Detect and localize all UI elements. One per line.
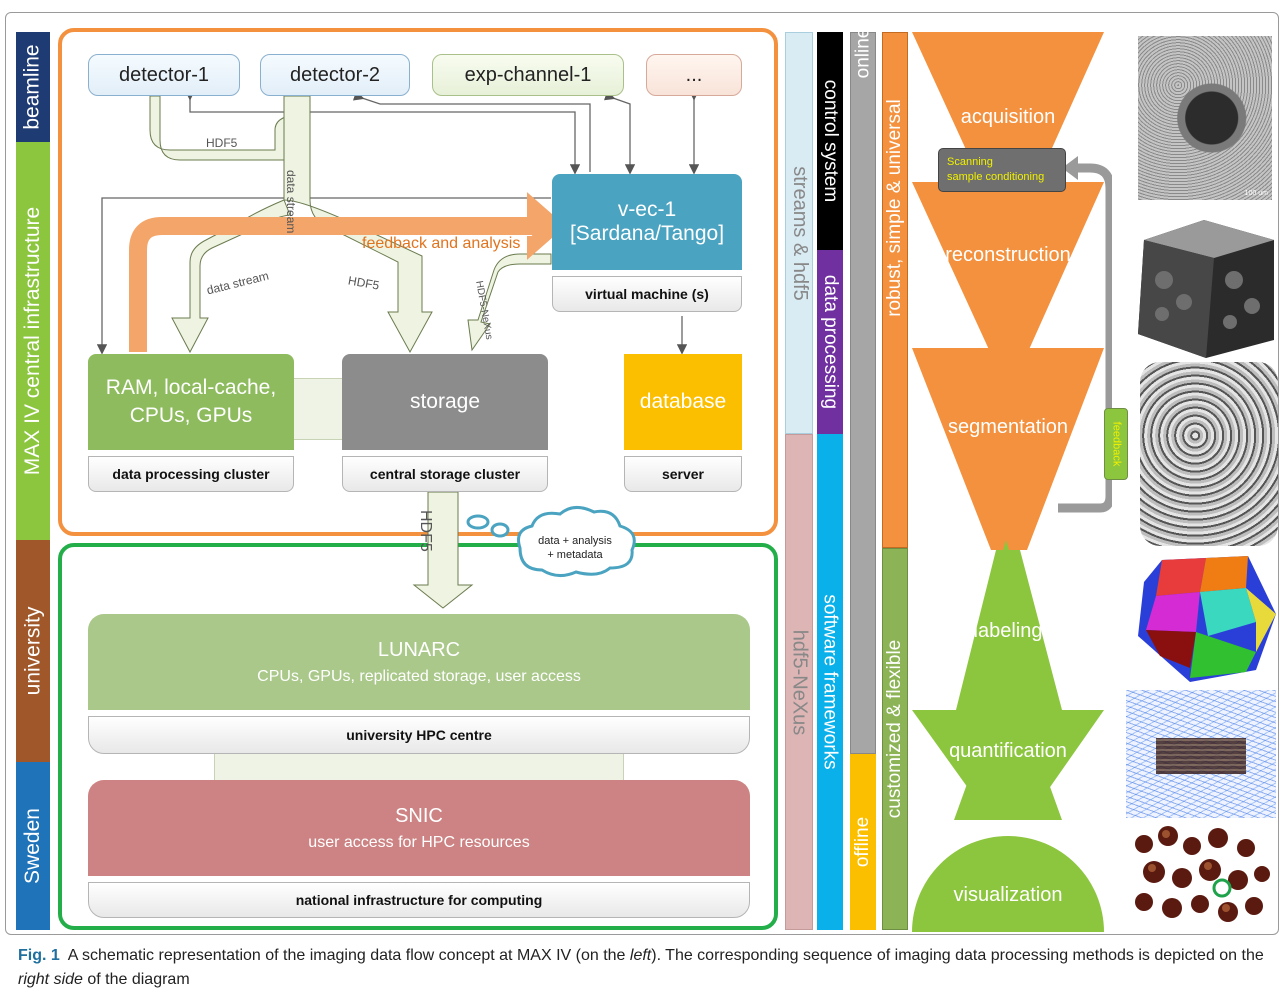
funnel-visualization [912,836,1104,932]
data-stream-label-a: data stream [284,170,298,234]
feedback-tag: feedback [1104,408,1128,480]
detector-more[interactable]: ... [646,54,742,96]
thumb-acquisition: 100 um [1138,36,1272,200]
figure-frame [5,12,1279,935]
stage-reconstruction: reconstruction [945,244,1071,266]
vec-label: virtual machine (s) [552,276,742,312]
band-hdf5-nexus: hdf5-NeXus [785,434,813,930]
stage-acquisition: acquisition [960,106,1056,128]
storage-label: central storage cluster [342,456,548,492]
scanning-box: Scanning sample conditioning [938,148,1066,192]
figure-caption: Fig. 1 A schematic representation of the… [18,947,1264,988]
hdf5-label-a: HDF5 [206,136,238,150]
thumb-visualization [1135,826,1270,922]
metadata-cloud [466,506,636,577]
flow-arrows [96,90,700,609]
database-box[interactable]: database [624,354,742,450]
cluster-box[interactable]: RAM, local-cache, CPUs, GPUs [88,354,294,450]
stage-quantification: quantification [949,740,1067,762]
hpc-container [58,543,778,930]
detector-1[interactable]: detector-1 [88,54,240,96]
band-maxiv: MAX IV central infrastructure [16,142,50,540]
exp-channel-1[interactable]: exp-channel-1 [432,54,624,96]
thumb-quantification [1126,690,1276,818]
band-online: online [850,28,876,754]
funnel-quant-body [912,710,1104,820]
cluster-label: data processing cluster [88,456,294,492]
detector-2[interactable]: detector-2 [260,54,410,96]
band-robust: robust, simple & universal [882,32,908,548]
lunarc-snic-link [214,754,624,780]
lunarc-box[interactable]: LUNARC CPUs, GPUs, replicated storage, u… [88,614,750,710]
thumb-segmentation [1140,362,1278,546]
feedback-analysis-label: feedback and analysis [362,235,521,252]
funnel-reconstruction [912,182,1104,354]
storage-box[interactable]: storage [342,354,548,450]
stage-visualization: visualization [953,884,1063,906]
cloud-text: data + analysis + metadata [538,535,612,561]
band-customized: customized & flexible [882,548,908,930]
funnel-acquisition [912,32,1104,204]
vec-box[interactable]: v-ec-1 [Sardana/Tango] [552,174,742,270]
cluster-storage-link [294,378,344,440]
funnel-segmentation [912,348,1104,550]
processing-funnel [912,32,1112,932]
band-data-processing: data processing [817,250,843,434]
band-sweden: Sweden [16,762,50,930]
caption-fig-label: Fig. 1 [18,947,60,964]
funnel-labeling-top [956,550,1062,710]
thumb-reconstruction [1138,220,1274,358]
band-control-system: control system [817,32,843,250]
snic-box[interactable]: SNIC user access for HPC resources [88,780,750,876]
stage-labeling: labeling [973,620,1043,642]
lunarc-label: university HPC centre [88,716,750,754]
hdf5-down-label: HDF5 [417,510,434,552]
band-beamline: beamline [16,32,50,142]
snic-label: national infrastructure for computing [88,882,750,918]
band-software-frameworks: software frameworks [817,434,843,930]
band-university: university [16,540,50,762]
stage-segmentation: segmentation [947,416,1069,438]
maxiv-container [58,28,778,536]
thumb-labeling [1138,556,1276,682]
band-streams: streams & hdf5 [785,32,813,434]
band-offline: offline [850,754,876,930]
database-label: server [624,456,742,492]
